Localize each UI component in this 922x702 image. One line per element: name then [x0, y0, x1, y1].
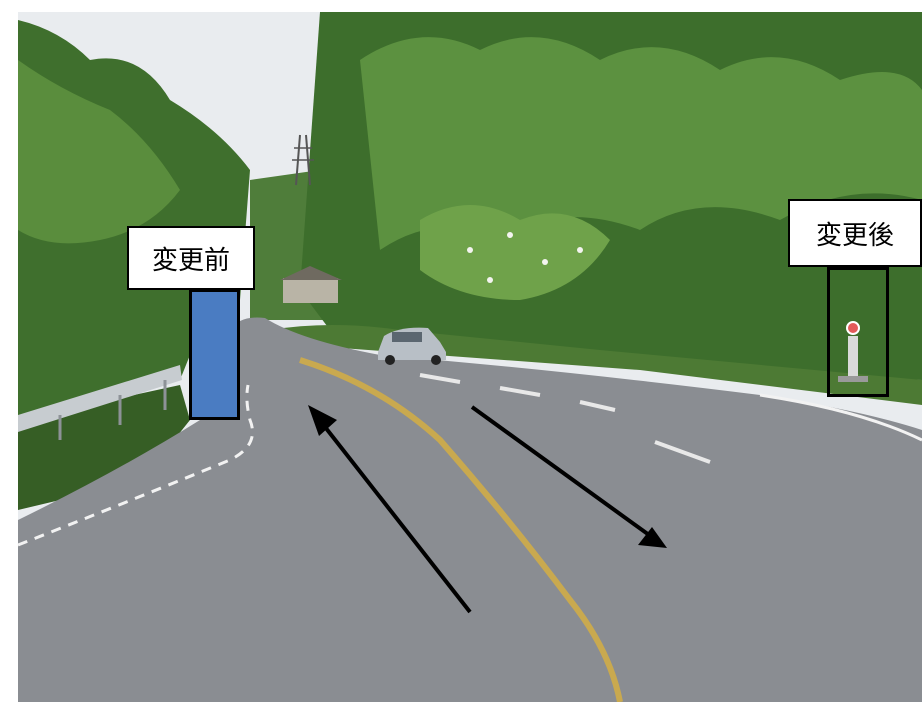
road-edge-line-right [759, 393, 922, 442]
house [283, 278, 338, 303]
arrow-down-right-icon [470, 405, 667, 548]
road-centerline [299, 357, 623, 702]
power-pylon-icon [292, 134, 314, 186]
arrow-up-left-icon [308, 405, 472, 614]
after-marker [827, 267, 889, 397]
parked-car-icon [378, 327, 446, 365]
flower-dot [487, 277, 493, 283]
house-roof [280, 266, 342, 280]
bus-stop-sign-icon [838, 321, 868, 382]
before-marker [189, 289, 240, 420]
before-label: 変更前 [127, 226, 255, 290]
flower-dot [542, 259, 548, 265]
road-edge-line-left [17, 384, 254, 547]
flower-dot [467, 247, 473, 253]
flowering-tree [420, 205, 610, 300]
flower-dot [507, 232, 513, 238]
road-surface [18, 317, 922, 702]
after-label: 変更後 [788, 199, 922, 267]
flower-dot [577, 247, 583, 253]
lane-dashes [419, 373, 711, 464]
foliage-highlight [360, 37, 922, 251]
guardrail-icon [18, 365, 182, 440]
foliage-left-highlight [18, 60, 180, 244]
